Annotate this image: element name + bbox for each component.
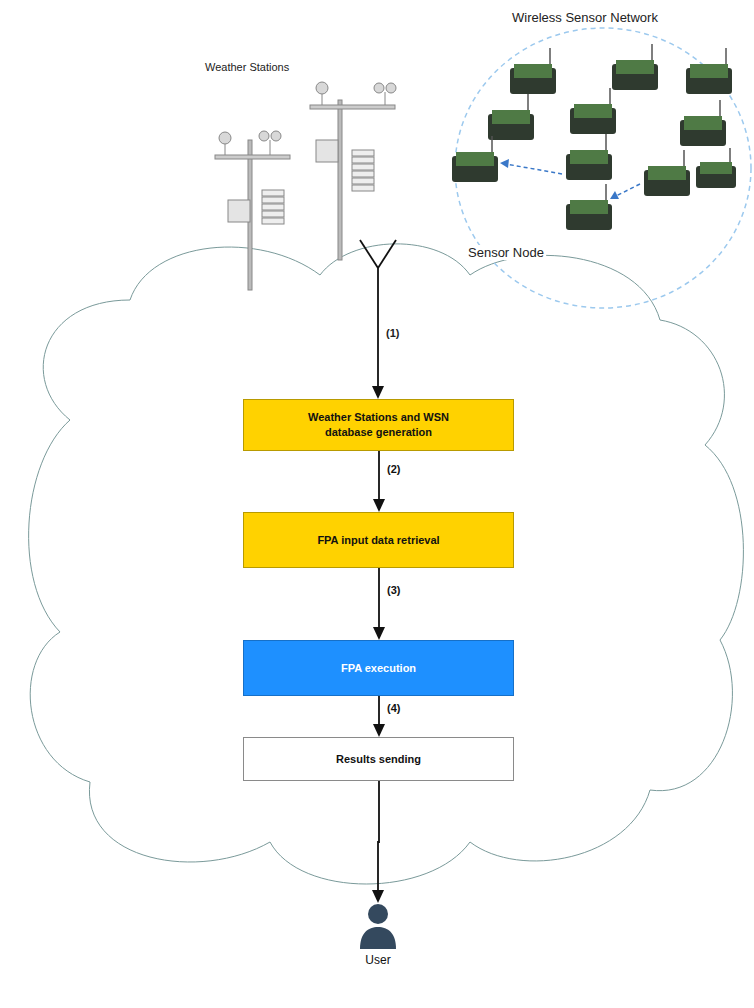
process-box: FPA input data retrieval: [243, 512, 514, 568]
text-label: Weather Stations: [205, 61, 289, 73]
edge-label: (4): [386, 702, 401, 714]
node-text: User: [365, 953, 390, 967]
arrowhead: [373, 724, 385, 737]
node-text: FPA execution: [341, 661, 416, 676]
wsn-region: [455, 28, 751, 308]
edge-label: (3): [386, 584, 401, 596]
weather-station: [310, 82, 396, 260]
process-box: Weather Stations and WSN database genera…: [243, 399, 514, 451]
flow-arrow: [373, 451, 385, 512]
arrowhead: [372, 890, 384, 903]
arrowhead: [372, 386, 384, 399]
user-icon: User: [348, 903, 408, 967]
cloud-outline: [29, 244, 744, 884]
node-text: Results sending: [336, 752, 421, 767]
flow-arrow: [372, 781, 384, 903]
antenna-arrow: [360, 240, 396, 390]
process-box: Results sending: [243, 737, 514, 781]
flow-arrow: [373, 696, 385, 737]
node-text: FPA input data retrieval: [317, 533, 439, 548]
node-text: Weather Stations and WSN database genera…: [294, 410, 464, 440]
process-box: FPA execution: [243, 640, 514, 696]
text-label: Sensor Node: [466, 245, 546, 260]
edge-label: (2): [386, 463, 401, 475]
flow-arrow: [373, 568, 385, 640]
weather-station: [215, 131, 290, 290]
person-symbol: [358, 903, 398, 949]
arrowhead: [373, 499, 385, 512]
arrowhead: [373, 627, 385, 640]
sensor-nodes: [452, 44, 736, 230]
text-label: (1): [386, 327, 399, 339]
sensor-links: [500, 159, 640, 199]
text-label: Wireless Sensor Network: [512, 10, 658, 25]
